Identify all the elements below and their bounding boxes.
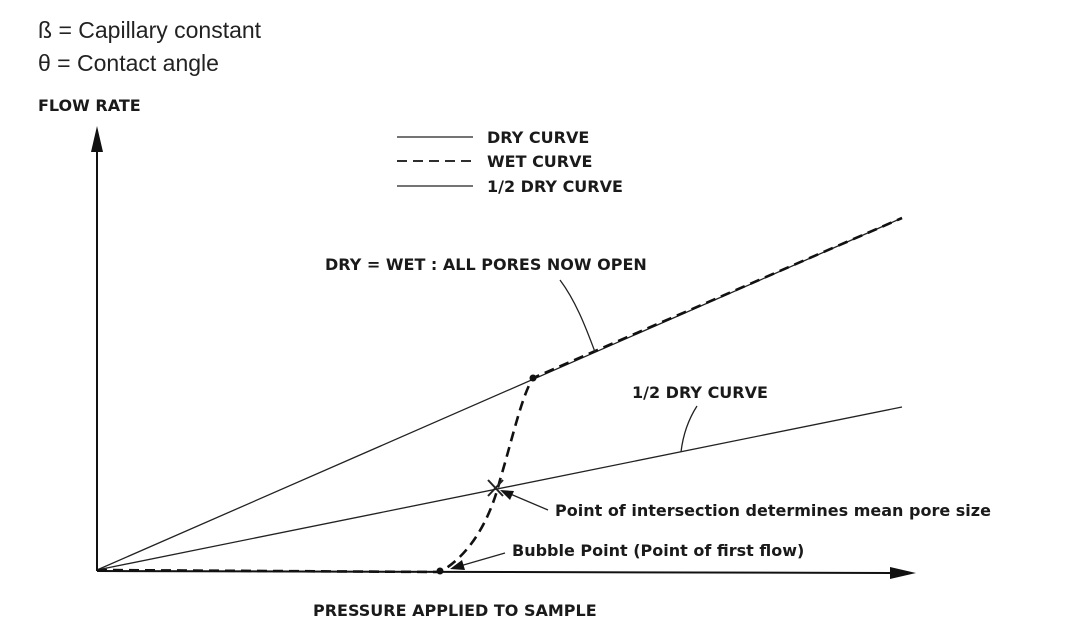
x-axis-arrow-icon <box>890 567 916 579</box>
intersection-arrow-icon <box>500 490 514 500</box>
legend-wet-label: WET CURVE <box>487 152 592 171</box>
legend-half-dry-label: 1/2 DRY CURVE <box>487 177 623 196</box>
all-open-point <box>529 374 537 382</box>
bubble-point-arrow-icon <box>450 560 465 570</box>
all-open-leader <box>559 279 596 353</box>
x-axis-label: PRESSURE APPLIED TO SAMPLE <box>313 601 597 620</box>
beta-definition: ß = Capillary constant <box>38 17 262 43</box>
intersection-leader <box>507 492 549 511</box>
bubble-point-marker <box>436 567 444 575</box>
y-axis-label: FLOW RATE <box>38 96 141 115</box>
wet-curve <box>96 216 903 574</box>
half-dry-leader <box>680 405 698 453</box>
all-open-annotation: DRY = WET : ALL PORES NOW OPEN <box>325 255 647 274</box>
bubble-point-leader <box>459 552 506 567</box>
bubble-point-annotation: Bubble Point (Point of first flow) <box>512 541 804 560</box>
y-axis-arrow-icon <box>91 126 103 152</box>
intersection-annotation: Point of intersection determines mean po… <box>555 501 991 520</box>
legend-dry-label: DRY CURVE <box>487 128 589 147</box>
half-dry-annotation: 1/2 DRY CURVE <box>632 383 768 402</box>
intersection-x-icon <box>487 479 504 497</box>
theta-definition: θ = Contact angle <box>38 50 219 76</box>
half-dry-curve <box>96 406 903 571</box>
